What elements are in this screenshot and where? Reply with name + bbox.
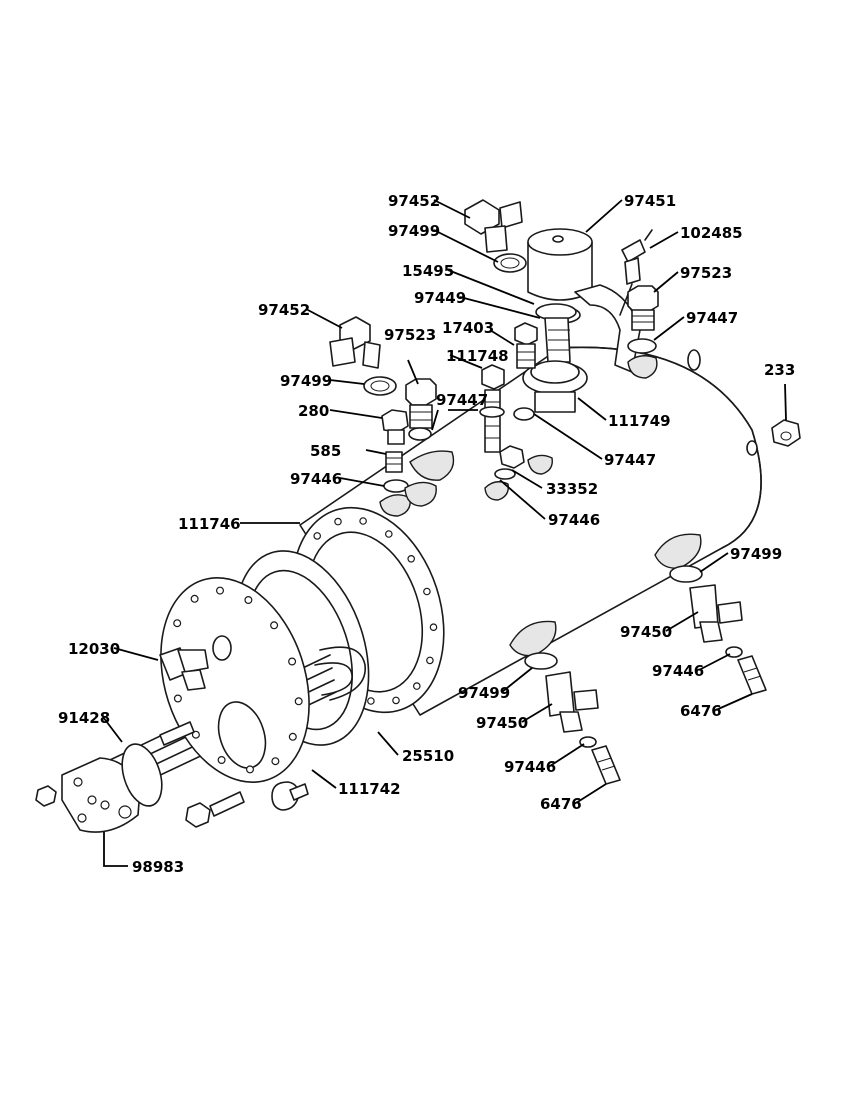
bolt-hole <box>423 587 431 596</box>
label-97499-top: 97499 <box>388 222 440 240</box>
part-labels: 97452 97451 97499 102485 15495 97523 974… <box>58 192 795 876</box>
bolt-hole <box>191 730 200 739</box>
washer-97447-right <box>627 338 657 354</box>
nipple-6476-right <box>737 655 767 695</box>
bolt-hole <box>190 594 199 603</box>
washer-97447-center <box>513 407 535 421</box>
label-97447-left: 97447 <box>436 391 488 409</box>
label-97523-left: 97523 <box>384 326 436 344</box>
valve-base-111749 <box>522 360 588 413</box>
label-97447-center: 97447 <box>604 451 656 469</box>
bolt-hole <box>244 595 253 604</box>
bolt-hole <box>313 532 322 540</box>
bolt-hole <box>288 732 297 741</box>
label-6476-lower: 6476 <box>540 795 582 813</box>
bolt-hole <box>359 517 367 525</box>
label-97450-right: 97450 <box>620 623 672 641</box>
label-97446-right: 97446 <box>652 662 704 680</box>
bolt-hole <box>271 757 280 766</box>
bolt-hole <box>384 530 393 538</box>
element-gasket <box>121 743 163 807</box>
label-12030: 12030 <box>68 640 120 658</box>
valve-stem-97449 <box>544 317 571 363</box>
label-585: 585 <box>310 442 341 460</box>
bolt-hole <box>334 517 342 526</box>
label-97451: 97451 <box>624 192 676 210</box>
fitting-97523-right <box>627 285 659 331</box>
label-97449: 97449 <box>414 289 466 307</box>
label-111749: 111749 <box>608 412 671 430</box>
washer-upper <box>493 253 527 273</box>
bolt-hole <box>216 586 225 595</box>
nipple-6476-lower <box>591 745 621 785</box>
fitting-585 <box>385 451 403 473</box>
washer-97446-left <box>383 479 409 493</box>
washer-97499-lower <box>524 652 558 670</box>
tank-top-boss <box>409 450 455 481</box>
bolt-hole <box>429 623 438 632</box>
label-97452-left: 97452 <box>258 301 310 319</box>
bolt-111748 <box>479 364 505 453</box>
bolt-hole <box>288 657 297 666</box>
bolt-hole <box>173 694 182 703</box>
label-97447-right: 97447 <box>686 309 738 327</box>
label-233: 233 <box>764 361 795 379</box>
angle-fitting-upper <box>464 199 523 253</box>
bolt-hole <box>294 697 303 706</box>
label-17403: 17403 <box>442 319 494 337</box>
label-97446-left: 97446 <box>290 470 342 488</box>
label-97499-lower: 97499 <box>458 684 510 702</box>
plug-33352 <box>494 445 525 480</box>
fitting-97523-left <box>405 378 437 429</box>
fitting-17403 <box>514 322 538 369</box>
bolt-hole <box>426 656 434 665</box>
bolt-hole <box>392 696 400 705</box>
label-15495: 15495 <box>402 262 454 280</box>
leader-lines <box>102 199 787 867</box>
front-plate <box>160 577 310 783</box>
bolt-hole <box>173 619 182 628</box>
label-97450-lower: 97450 <box>476 714 528 732</box>
washer-left-97447 <box>408 427 432 441</box>
bolt-hole <box>412 682 421 690</box>
bolt-hole <box>246 765 255 774</box>
bolt-hole <box>217 755 226 764</box>
tee-fitting-97450-right <box>689 584 743 643</box>
label-111746: 111746 <box>178 515 241 533</box>
label-102485: 102485 <box>680 224 743 242</box>
label-97446-lower: 97446 <box>504 758 556 776</box>
bolt-hole <box>407 554 416 563</box>
label-111748: 111748 <box>446 347 509 365</box>
washer-left-97499 <box>363 376 397 396</box>
label-98983: 98983 <box>132 858 184 876</box>
label-97499-right: 97499 <box>730 545 782 563</box>
label-97446-center: 97446 <box>548 511 600 529</box>
label-25510: 25510 <box>402 747 454 765</box>
label-91428: 91428 <box>58 709 110 727</box>
elbow-fitting-12030 <box>159 647 209 691</box>
label-97452-top: 97452 <box>388 192 440 210</box>
cap-280 <box>381 409 409 445</box>
label-6476-right: 6476 <box>680 702 722 720</box>
nut-233 <box>771 419 801 447</box>
hardware-fasteners <box>35 721 309 828</box>
element-flange <box>61 757 141 833</box>
label-97523-right: 97523 <box>680 264 732 282</box>
bolt-hole <box>367 697 375 705</box>
bolt-hole <box>270 621 279 630</box>
tee-fitting-97450-lower <box>545 671 599 733</box>
label-111742: 111742 <box>338 780 401 798</box>
label-97499-left: 97499 <box>280 372 332 390</box>
angle-fitting-left <box>329 316 381 369</box>
label-280: 280 <box>298 402 329 420</box>
level-sensor <box>619 229 653 316</box>
washer-97499-right <box>669 565 703 583</box>
label-33352: 33352 <box>546 480 598 498</box>
